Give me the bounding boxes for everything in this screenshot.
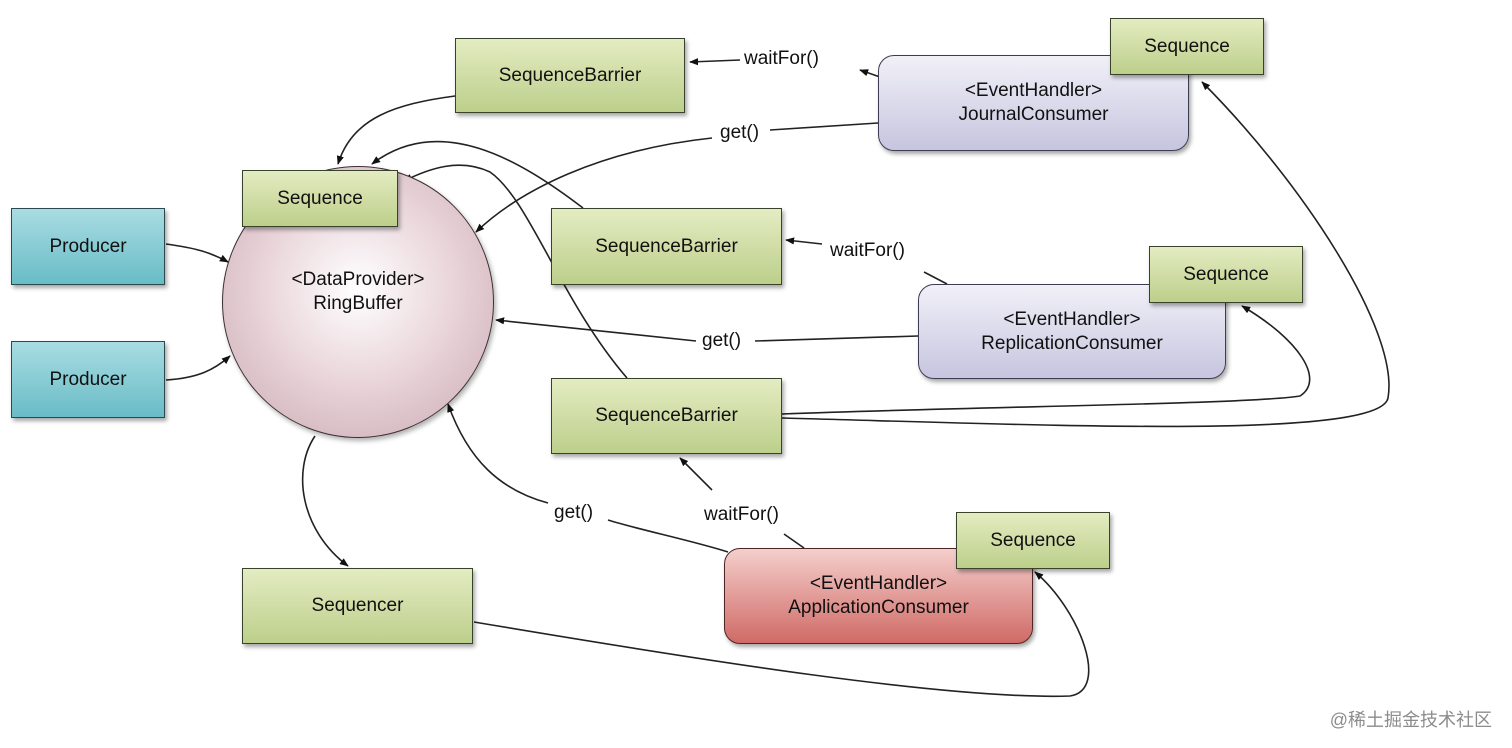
label-waitfor-replication: waitFor() bbox=[830, 240, 905, 261]
replication-consumer: <EventHandler> ReplicationConsumer bbox=[918, 284, 1226, 379]
edge-journal-waitfor-barrier1 bbox=[859, 69, 881, 78]
application-sequence-label: Sequence bbox=[990, 529, 1076, 551]
label-waitfor-application: waitFor() bbox=[704, 504, 779, 525]
application-consumer: <EventHandler> ApplicationConsumer bbox=[724, 548, 1033, 644]
label-get-journal: get() bbox=[720, 122, 760, 143]
edge-application-get bbox=[607, 519, 729, 553]
replication-consumer-type: <EventHandler> bbox=[1003, 308, 1141, 330]
edge-barrier3-replseq bbox=[781, 305, 1311, 415]
edge-producer1-ring bbox=[165, 243, 229, 263]
application-consumer-name: ApplicationConsumer bbox=[788, 597, 969, 618]
edge-barrier1-sequence bbox=[336, 95, 456, 165]
journal-consumer-name: JournalConsumer bbox=[958, 104, 1109, 125]
edge-journal-get-ring bbox=[769, 122, 879, 131]
edge-sequencer-appseq bbox=[473, 571, 1090, 698]
edge-replication-get-tip bbox=[495, 317, 697, 342]
producer-box-1: Producer bbox=[11, 208, 165, 285]
sequencer-box: Sequencer bbox=[242, 568, 473, 644]
sequence-barrier-3: SequenceBarrier bbox=[551, 378, 782, 454]
ring-buffer-name: RingBuffer bbox=[313, 293, 403, 314]
edge-application-get-tip bbox=[447, 403, 549, 504]
replication-consumer-name: ReplicationConsumer bbox=[981, 332, 1163, 354]
edge-journal-get-ring-tip bbox=[475, 137, 713, 233]
ring-sequence-box: Sequence bbox=[242, 170, 398, 227]
edge-replication-waitfor-tip bbox=[785, 237, 823, 245]
edge-barrier2-sequence bbox=[371, 140, 584, 209]
edge-replication-get bbox=[754, 335, 919, 342]
replication-sequence-box: Sequence bbox=[1149, 246, 1303, 303]
sequence-barrier-1-label: SequenceBarrier bbox=[498, 64, 642, 86]
application-sequence-box: Sequence bbox=[956, 512, 1110, 569]
edge-producer2-ring bbox=[165, 355, 231, 381]
journal-sequence-box: Sequence bbox=[1110, 18, 1264, 75]
label-get-replication: get() bbox=[702, 330, 742, 351]
label-get-application: get() bbox=[554, 502, 594, 523]
edge-barrier3-sequence bbox=[403, 164, 628, 379]
replication-sequence-label: Sequence bbox=[1183, 263, 1269, 285]
edge-application-waitfor bbox=[783, 533, 805, 549]
edge-ring-sequencer bbox=[301, 435, 349, 567]
producer-label-1: Producer bbox=[49, 235, 127, 257]
sequencer-label: Sequencer bbox=[311, 595, 404, 616]
edge-journal-waitfor-barrier1-tip bbox=[689, 58, 741, 66]
sequence-barrier-2-label: SequenceBarrier bbox=[595, 235, 738, 257]
sequence-barrier-2: SequenceBarrier bbox=[551, 208, 782, 285]
watermark-text: @稀土掘金技术社区 bbox=[1329, 710, 1492, 730]
producer-label-2: Producer bbox=[49, 368, 127, 390]
application-consumer-type: <EventHandler> bbox=[809, 573, 948, 594]
edge-replication-waitfor bbox=[923, 271, 948, 285]
journal-consumer-type: <EventHandler> bbox=[964, 80, 1103, 101]
label-waitfor-journal: waitFor() bbox=[744, 48, 819, 69]
ring-buffer-type: <DataProvider> bbox=[291, 269, 425, 290]
sequence-barrier-1: SequenceBarrier bbox=[455, 38, 685, 113]
journal-sequence-label: Sequence bbox=[1144, 35, 1230, 57]
producer-box-2: Producer bbox=[11, 341, 165, 418]
edge-application-waitfor-tip bbox=[679, 457, 713, 491]
edge-barrier3-journseq bbox=[781, 81, 1390, 428]
ring-sequence-label: Sequence bbox=[277, 187, 363, 209]
sequence-barrier-3-label: SequenceBarrier bbox=[595, 405, 738, 426]
